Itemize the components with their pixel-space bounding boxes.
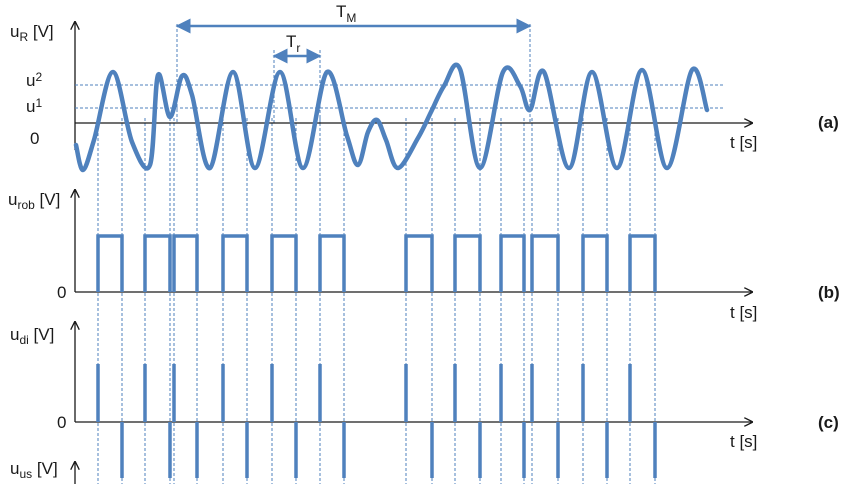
panel-b-tag: (b) [818, 283, 840, 302]
timing-guide-lines [97, 24, 656, 484]
panel-a-x-label: t [s] [730, 133, 757, 152]
panel-b-y-label: urob [V] [8, 190, 60, 212]
panel-c-zero-label: 0 [57, 413, 66, 432]
panel-b-zero-label: 0 [57, 283, 66, 302]
panel-b: urob [V] 0 t [s] (b) [8, 190, 840, 322]
rect-pulse [270, 234, 298, 292]
rect-pulse [530, 234, 560, 292]
rect-pulse [499, 234, 526, 292]
period-Tr-label: Tr [286, 32, 300, 55]
panel-a-tag: (a) [818, 113, 839, 132]
level-u1-label: u1 [26, 96, 42, 116]
rect-pulse [172, 234, 199, 292]
panel-a-zero-label: 0 [30, 129, 39, 148]
impulse-spikes [96, 364, 657, 478]
rect-pulse [96, 234, 124, 292]
panel-c-tag: (c) [818, 413, 839, 432]
received-signal-wave [73, 62, 710, 173]
level-u2-label: u2 [26, 70, 42, 90]
panel-a: uR [V] u2 u1 0 t [s] (a) TM Tr [10, 2, 839, 173]
panel-c-y2-label: uus [V] [10, 459, 58, 481]
panel-b-x-label: t [s] [730, 303, 757, 322]
rect-pulse [453, 234, 482, 292]
rect-pulse [628, 234, 657, 292]
rectangular-pulses [96, 234, 657, 292]
rect-pulse [404, 234, 434, 292]
panel-a-y-label: uR [V] [10, 22, 54, 44]
rect-pulse [318, 234, 346, 292]
panel-c-x-label: t [s] [730, 432, 757, 451]
panel-c-y-label: udi [V] [10, 325, 54, 347]
panel-c: udi [V] 0 t [s] (c) uus [V] [10, 322, 839, 484]
rect-pulse [581, 234, 609, 292]
period-TM-label: TM [336, 2, 356, 25]
rect-pulse [221, 234, 249, 292]
rect-pulse [143, 234, 172, 292]
